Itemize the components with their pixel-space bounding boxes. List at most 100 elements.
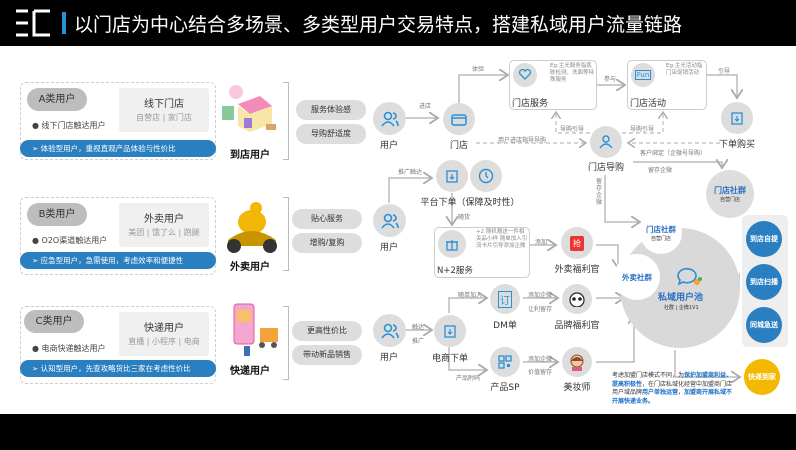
service-title: 门店服务 bbox=[512, 99, 549, 109]
edge-label: 参与 bbox=[604, 76, 617, 83]
courier-illustration bbox=[222, 200, 282, 255]
channel-title: 外卖用户 bbox=[144, 214, 184, 225]
need-pill: 导购舒适度 bbox=[296, 124, 366, 144]
store-label: 门店 bbox=[449, 141, 469, 151]
platform-label: 平台下单（保障及时性） bbox=[420, 198, 520, 208]
store-icon bbox=[443, 103, 475, 135]
guide-label: 门店导购 bbox=[587, 163, 625, 173]
edge-label: 引导 bbox=[718, 68, 731, 75]
edge-label: 添加 bbox=[535, 239, 548, 246]
channel-title: 线下门店 bbox=[144, 99, 184, 110]
persona-label: 外卖用户 bbox=[230, 262, 270, 273]
outcome-express: 快递到家 bbox=[744, 359, 780, 395]
chat-icon bbox=[677, 267, 702, 286]
bullet-text: ● O2O渠道触达用户 bbox=[32, 236, 108, 245]
page-title: 以门店为中心结合多场景、多类型用户交易特点，搭建私域用户流量链路 bbox=[74, 14, 683, 36]
panda-mascot-icon bbox=[562, 284, 592, 314]
franchise-note: 考虑加盟门店模式不同，为保护加盟商利益、提高积极性，在门店私域化经营中加盟商门店… bbox=[612, 372, 733, 405]
edge-label: 随货 bbox=[458, 214, 471, 221]
edge-label: 体验 bbox=[472, 66, 485, 73]
persona-label: 快递用户 bbox=[230, 366, 270, 377]
insight-bar: ➢ 应急型用户，急需使用，考虑效率和便捷性 bbox=[20, 252, 216, 269]
pool-store-community: 门店社群自营门店 bbox=[640, 212, 682, 254]
pool-sub: 社群 | 企微1V1 bbox=[664, 305, 699, 311]
bracket bbox=[283, 306, 289, 380]
guide-icon bbox=[590, 126, 622, 158]
express-illustration bbox=[222, 302, 282, 357]
dm-label: DM单 bbox=[493, 321, 517, 331]
insight-bar: ➢ 认知型用户，先查攻略货比三家在考虑性价比 bbox=[20, 360, 216, 377]
gift-icon bbox=[438, 230, 466, 258]
ecommerce-label: 电商下单 bbox=[431, 354, 469, 364]
user-type-card bbox=[20, 197, 216, 275]
user-type-card bbox=[20, 306, 216, 384]
beauty-advisor-avatar bbox=[562, 347, 592, 377]
channel-sub: 自营店 | 家门店 bbox=[136, 113, 192, 122]
edge-label: 产品附码 bbox=[456, 375, 481, 382]
need-pill: 带动新品销售 bbox=[292, 345, 362, 365]
edge-label: 导购引导 bbox=[630, 126, 655, 133]
user-type-tag: C类用户 bbox=[24, 310, 84, 333]
fun-calendar-icon: Fun bbox=[631, 63, 655, 87]
edge-label: 导购引导 bbox=[560, 126, 585, 133]
dm-order-icon: 订 bbox=[490, 284, 520, 314]
user-icon bbox=[373, 102, 406, 135]
store-illustration bbox=[220, 84, 280, 139]
header-bar bbox=[0, 0, 796, 46]
edge-label: 推广触达 bbox=[398, 169, 423, 176]
edge-label: 推广 bbox=[412, 338, 425, 345]
waimai-officer-label: 外卖福利官 bbox=[554, 265, 600, 275]
user-icon bbox=[373, 314, 406, 347]
edge-label: 进店 bbox=[419, 103, 432, 110]
edge-label: 添加企微 bbox=[528, 292, 553, 299]
qr-code-icon bbox=[490, 347, 520, 377]
sp-label: 产品SP bbox=[490, 383, 520, 393]
need-pill: 贴心服务 bbox=[292, 209, 362, 229]
user-type-tag: B类用户 bbox=[27, 203, 87, 226]
logo bbox=[14, 8, 54, 38]
activity-title: 门店活动 bbox=[630, 99, 667, 109]
heart-hand-icon bbox=[513, 63, 537, 87]
outcome-pickup: 到店自提 bbox=[746, 221, 782, 257]
outcome-delivery: 同城急送 bbox=[746, 307, 782, 343]
user-label: 用户 bbox=[379, 243, 399, 253]
clock-icon bbox=[470, 160, 502, 192]
channel-box: 快递用户直播 | 小程序 | 电商 bbox=[119, 312, 209, 356]
need-pill: 更高性价比 bbox=[292, 321, 362, 341]
user-label: 用户 bbox=[379, 353, 399, 363]
edge-label: 客户绑定（企微号导购） bbox=[640, 150, 707, 157]
channel-title: 快递用户 bbox=[144, 323, 184, 334]
user-type-tag: A类用户 bbox=[27, 88, 87, 111]
footer-bar bbox=[0, 414, 796, 450]
edge-label: 添加企微 bbox=[528, 356, 553, 363]
edge-label: 留存企微 bbox=[596, 178, 603, 206]
channel-sub: 直播 | 小程序 | 电商 bbox=[128, 337, 200, 346]
order-icon bbox=[436, 160, 468, 192]
pool-title: 私域用户池 bbox=[658, 293, 704, 303]
bullet-text: ● 电商快递触达用户 bbox=[32, 344, 106, 353]
persona-label: 到店用户 bbox=[230, 150, 270, 161]
order-icon bbox=[434, 315, 466, 347]
service-desc: Eg:主光服务指肌肤检测、洗面等特殊服务 bbox=[550, 63, 595, 83]
edge-label: 让利留存 bbox=[528, 306, 553, 313]
title-accent bbox=[62, 12, 66, 34]
user-icon bbox=[373, 204, 406, 237]
bracket bbox=[283, 82, 289, 160]
order-icon bbox=[721, 102, 753, 134]
bracket bbox=[283, 197, 289, 271]
channel-sub: 美团 | 饿了么 | 跑腿 bbox=[128, 228, 200, 237]
bullet-text: ● 线下门店触达用户 bbox=[32, 121, 106, 130]
edge-label: 用户进店指导导购 bbox=[498, 137, 547, 144]
store-community-node: 门店社群自营门店 bbox=[706, 170, 754, 218]
need-pill: 服务体验感 bbox=[296, 100, 366, 120]
need-pill: 增购/复购 bbox=[292, 233, 362, 253]
channel-box: 外卖用户美团 | 饿了么 | 跑腿 bbox=[119, 203, 209, 247]
user-label: 用户 bbox=[379, 141, 399, 151]
edge-label: 触达 bbox=[412, 324, 425, 331]
user-type-card bbox=[20, 82, 216, 160]
edge-label: 留存企微 bbox=[648, 167, 673, 174]
insight-bar: ➢ 体验型用户，重视直观产品体验与性价比 bbox=[20, 140, 216, 157]
outcome-scan: 到店扫播 bbox=[746, 264, 782, 300]
edge-label: 随单加入 bbox=[458, 292, 483, 299]
brand-officer-label: 品牌福利官 bbox=[554, 321, 600, 331]
